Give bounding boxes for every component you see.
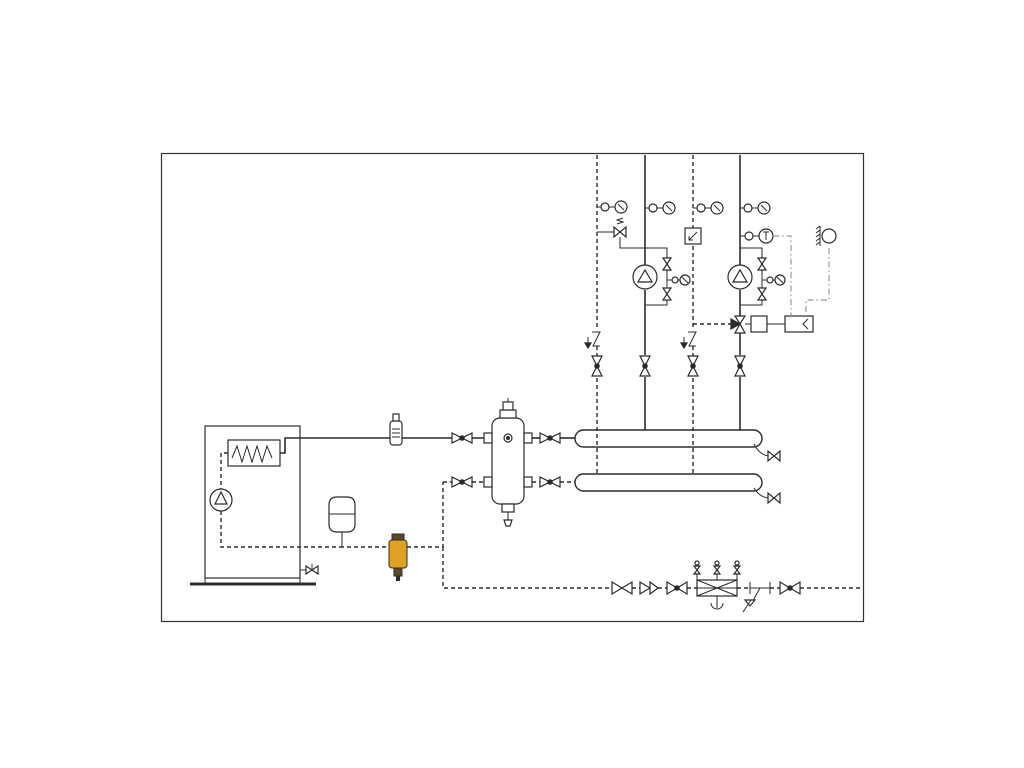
air-vent xyxy=(389,413,403,446)
circuit-2-return-thermometer xyxy=(693,201,724,215)
circuit-2-flow-valve xyxy=(734,355,746,377)
return-header-drain-valve xyxy=(767,491,781,505)
circuit-1-pressure-gauge xyxy=(667,274,691,286)
circuit-2-flow-sensor xyxy=(740,228,774,244)
expansion-vessel xyxy=(328,496,356,547)
return-isolation-valve-1 xyxy=(451,476,473,488)
circuit-1-return-check-valve xyxy=(583,331,601,350)
circuit-2-pump-valve-lower xyxy=(756,287,768,301)
outdoor-sensor xyxy=(815,225,837,246)
outdoor-sensor-control-line xyxy=(805,248,830,316)
circuit-1-pump-valve-lower xyxy=(661,287,673,301)
circuit-1-return-thermometer xyxy=(597,200,628,214)
circuit-1-pump xyxy=(632,264,658,290)
flow-sensor-control-line xyxy=(773,235,792,316)
dirt-separator xyxy=(388,533,408,581)
flow-isolation-valve-1 xyxy=(451,432,473,444)
weather-compensation-controller xyxy=(784,315,814,333)
safety-valve xyxy=(597,217,667,249)
boiler-drain-valve xyxy=(300,564,319,576)
circuit-2-pump xyxy=(727,264,753,290)
flow-header xyxy=(574,429,771,457)
flow-header-drain-valve xyxy=(767,449,781,463)
boiler-heat-exchanger xyxy=(227,439,281,467)
hydraulic-separator xyxy=(483,398,533,527)
valve-actuator xyxy=(750,315,768,333)
circuit-2-pump-valve-upper xyxy=(756,257,768,271)
boiler-flow-pipe xyxy=(280,437,390,454)
circuit-2-flow-thermometer xyxy=(740,201,771,215)
circuit-1-flow-thermometer xyxy=(645,201,676,215)
fill-ball-valve xyxy=(666,580,688,596)
backflow-test-valve-3 xyxy=(732,560,742,580)
return-header xyxy=(574,473,771,499)
mixing-valve xyxy=(730,315,747,334)
circuit-2-return-valve xyxy=(687,355,699,377)
boiler-pump xyxy=(209,488,233,512)
circuit-1-flow-valve xyxy=(639,355,651,377)
fill-strainer xyxy=(742,582,771,613)
backflow-test-valve-1 xyxy=(692,560,702,580)
backflow-test-valve-2 xyxy=(712,560,722,580)
flow-isolation-valve-2 xyxy=(539,432,561,444)
mains-inlet-valve xyxy=(779,580,801,596)
circuit-2-return-sensor xyxy=(684,227,702,245)
fill-check-valve xyxy=(639,580,659,596)
circuit-1-return-valve xyxy=(591,355,603,377)
circuit-2-pressure-gauge xyxy=(762,274,786,286)
circuit-1-pump-valve-upper xyxy=(661,257,673,271)
